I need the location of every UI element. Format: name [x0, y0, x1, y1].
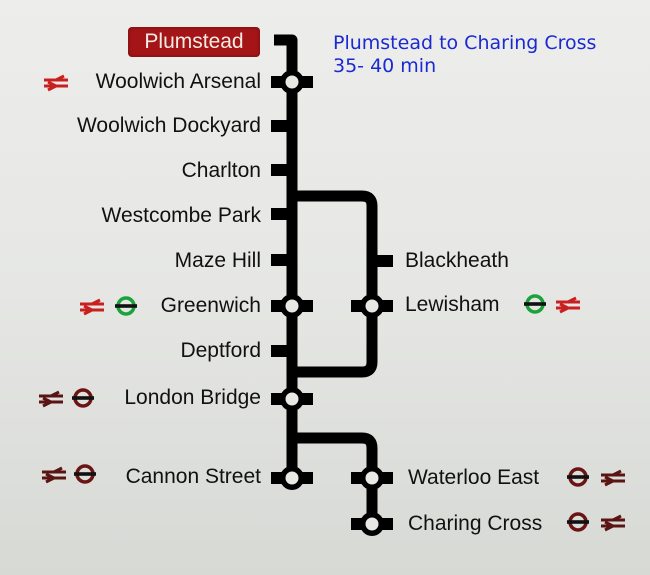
national-rail-icon [599, 514, 627, 532]
station-woolwich-dockyard: Woolwich Dockyard [76, 114, 261, 137]
charing-cross-branch-line [292, 432, 378, 525]
tick-blackheath [371, 255, 393, 267]
interchange-markers [271, 70, 393, 536]
underground-roundel-icon [567, 467, 589, 487]
station-westcombe-park: Westcombe Park [101, 204, 262, 227]
national-rail-icon [37, 390, 65, 408]
underground-roundel-icon [74, 464, 96, 484]
station-waterloo-east: Waterloo East [408, 466, 540, 489]
tick-westcombe-park [271, 208, 293, 220]
station-charlton: Charlton [181, 159, 261, 182]
station-lewisham: Lewisham [405, 293, 500, 316]
journey-info: Plumstead to Charing Cross 35- 40 min [333, 32, 596, 78]
station-woolwich-arsenal: Woolwich Arsenal [95, 70, 261, 93]
station-maze-hill: Maze Hill [174, 249, 261, 272]
national-rail-icon [78, 298, 106, 316]
station-london-bridge: London Bridge [124, 386, 261, 409]
origin-station-badge: Plumstead [128, 27, 260, 57]
dlr-roundel-icon [115, 296, 137, 316]
underground-roundel-icon [567, 512, 589, 532]
national-rail-icon [42, 74, 70, 92]
underground-roundel-icon [72, 388, 94, 408]
station-greenwich: Greenwich [160, 294, 261, 317]
national-rail-icon [554, 296, 582, 314]
national-rail-icon [40, 466, 68, 484]
tick-maze-hill [271, 254, 293, 266]
station-cannon-street: Cannon Street [125, 465, 261, 488]
station-charing-cross: Charing Cross [408, 512, 543, 535]
dlr-roundel-icon [524, 294, 546, 314]
tick-woolwich-dockyard [271, 120, 293, 132]
station-blackheath: Blackheath [405, 249, 509, 272]
journey-route: Plumstead to Charing Cross [333, 32, 597, 54]
journey-duration: 35- 40 min [333, 55, 437, 77]
lewisham-loop-line [292, 190, 378, 378]
main-line [274, 34, 298, 480]
tick-charlton [271, 164, 293, 176]
station-deptford: Deptford [180, 339, 261, 362]
national-rail-icon [599, 469, 627, 487]
tick-deptford [271, 345, 293, 357]
